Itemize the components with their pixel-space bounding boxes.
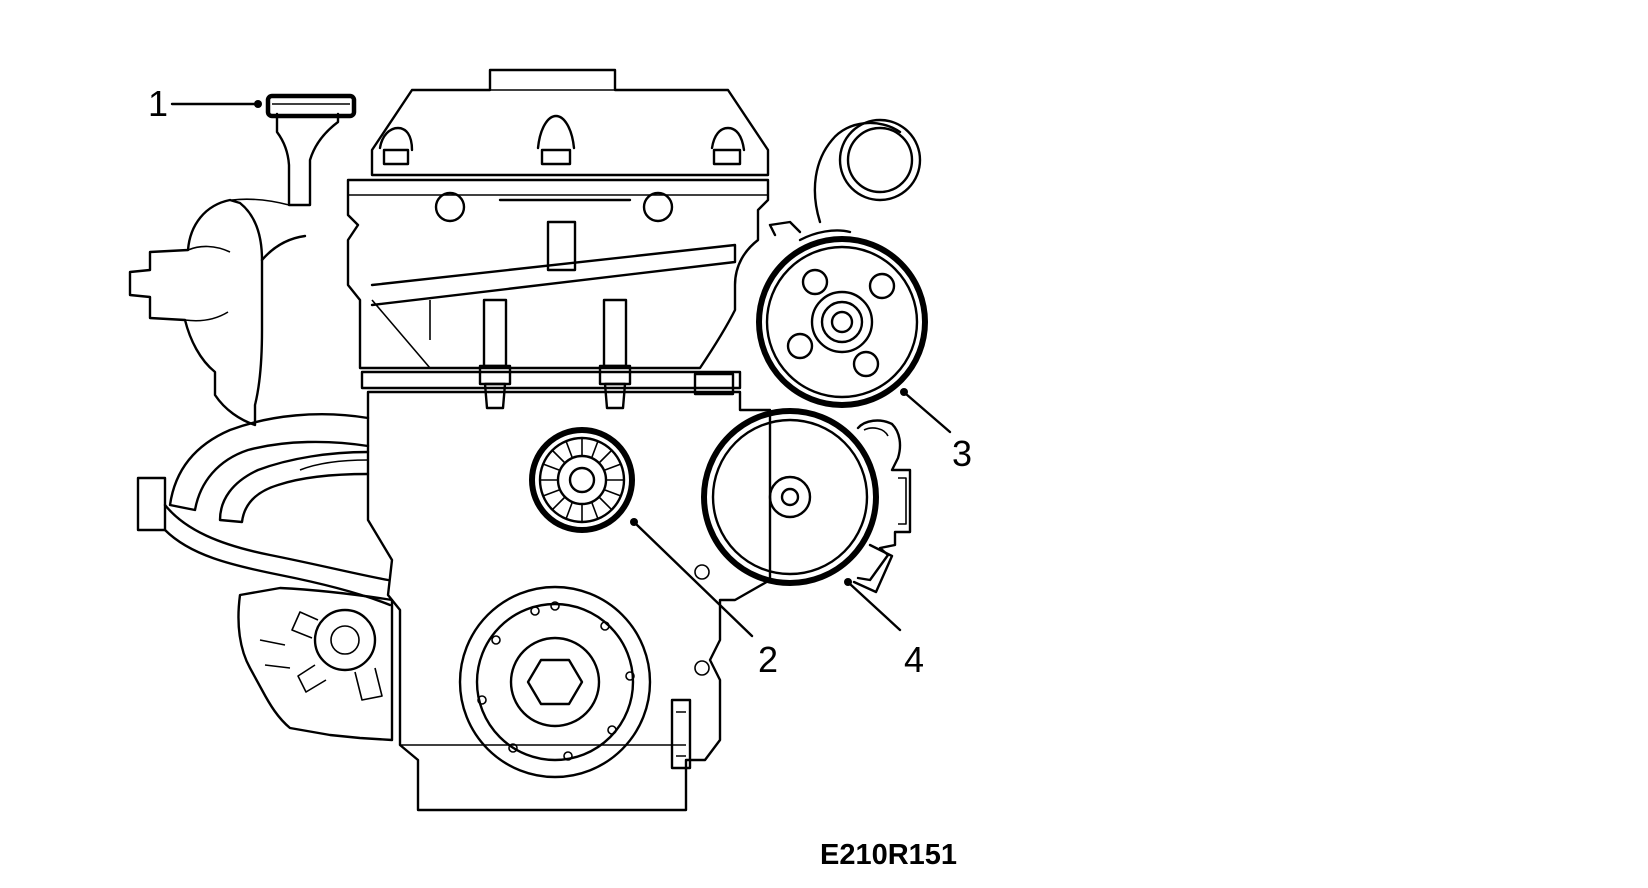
callout-leaders	[170, 100, 952, 638]
oil-filler-neck	[231, 112, 340, 207]
fuel-injectors	[360, 298, 742, 410]
gearbox-housing	[237, 586, 394, 742]
callout-4-label: 4	[904, 639, 924, 680]
engine-block	[366, 390, 772, 812]
callout-2-label: 2	[758, 639, 778, 680]
exhaust-pipes	[136, 413, 392, 607]
power-steering-pulley	[756, 220, 928, 408]
coolant-pump-housing	[852, 419, 912, 594]
coolant-pump-pulley	[701, 408, 879, 586]
callout-1-label: 1	[148, 83, 168, 124]
callout-3-label: 3	[952, 433, 972, 474]
figure-code-label: E210R151	[820, 839, 957, 871]
crankshaft-pulley	[458, 585, 652, 779]
cylinder-head-cover	[370, 68, 770, 177]
cylinder-head	[346, 178, 770, 370]
belt-tensioner-pulley	[529, 427, 635, 533]
oil-filler-cap	[265, 93, 357, 119]
turbocharger-housing	[128, 198, 307, 427]
coolant-outlet-pipe	[798, 118, 922, 242]
